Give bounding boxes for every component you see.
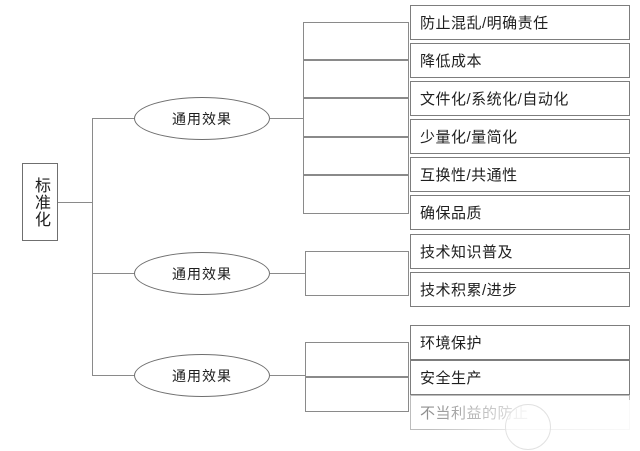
- branch-1-fan-row-2: [303, 60, 409, 98]
- branch-node-2: 通用效果: [134, 252, 270, 295]
- leaf-label: 安全生产: [420, 370, 483, 387]
- branch-node-3: 通用效果: [134, 354, 270, 397]
- leaf-label: 确保品质: [420, 205, 483, 222]
- leaf-label: 防止混乱/明确责任: [420, 15, 549, 32]
- leaf-box: 确保品质: [410, 195, 630, 230]
- branch-stub-line-3: [92, 375, 136, 376]
- leaf-box: 安全生产: [410, 360, 630, 395]
- root-stem-line: [58, 202, 92, 203]
- leaf-label: 文件化/系统化/自动化: [420, 91, 569, 108]
- branch-3-leadout-line: [270, 375, 306, 376]
- branch-2-leadout-line: [270, 273, 306, 274]
- branch-node-1-label: 通用效果: [172, 110, 232, 127]
- leaf-label: 技术积累/进步: [420, 282, 518, 299]
- leaf-box: 不当利益的防止: [410, 395, 630, 430]
- branch-1-fan-row-1: [303, 22, 409, 60]
- branch-3-fan-row-2: [305, 377, 409, 412]
- leaf-label: 不当利益的防止: [420, 405, 529, 422]
- leaf-label: 少量化/量简化: [420, 129, 518, 146]
- leaf-box: 降低成本: [410, 43, 630, 78]
- branch-node-1: 通用效果: [134, 97, 270, 140]
- leaf-box: 技术知识普及: [410, 234, 630, 269]
- leaf-label: 降低成本: [420, 53, 483, 70]
- leaf-label: 技术知识普及: [420, 244, 514, 261]
- leaf-box: 文件化/系统化/自动化: [410, 81, 630, 116]
- leaf-label: 互换性/共通性: [420, 167, 518, 184]
- leaf-box: 技术积累/进步: [410, 272, 630, 307]
- leaf-box: 少量化/量简化: [410, 119, 630, 154]
- branch-1-fan-row-5: [303, 175, 409, 214]
- branch-3-fan-row-1: [305, 342, 409, 377]
- root-node-standardization: 标准化: [22, 163, 58, 241]
- root-node-label: 标准化: [31, 176, 49, 228]
- leaf-box: 防止混乱/明确责任: [410, 5, 630, 40]
- branch-node-2-label: 通用效果: [172, 265, 232, 282]
- branch-2-fan-row-1: [305, 251, 409, 296]
- branch-node-3-label: 通用效果: [172, 367, 232, 384]
- leaf-box: 环境保护: [410, 325, 630, 360]
- branch-stub-line-2: [92, 273, 136, 274]
- branch-1-fan-row-3: [303, 98, 409, 137]
- branch-1-leadout-line: [270, 118, 304, 119]
- leaf-label: 环境保护: [420, 335, 483, 352]
- trunk-vertical-line: [92, 118, 93, 376]
- leaf-box: 互换性/共通性: [410, 157, 630, 192]
- branch-1-fan-row-4: [303, 137, 409, 175]
- branch-stub-line-1: [92, 118, 136, 119]
